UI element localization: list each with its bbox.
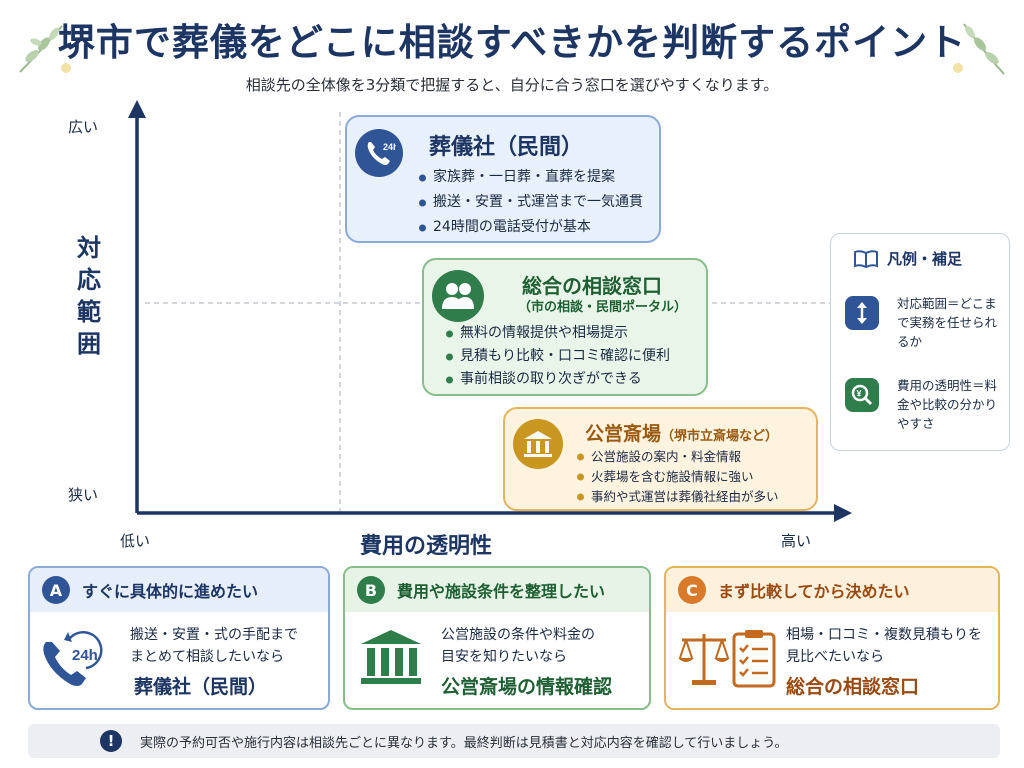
list-item: 事前相談の取り次ぎができる (444, 368, 670, 391)
card-c-heading: まず比較してから決めたい (718, 582, 910, 601)
legend-range-text: 対応範囲＝どこまで実務を任せられるか (897, 296, 998, 349)
building-icon (361, 630, 421, 684)
yen-magnifier-icon: ¥ (845, 378, 879, 412)
notice-text: 実際の予約可否や施行内容は相談先ごとに異なります。最終判断は見積書と対応内容を確… (140, 735, 788, 751)
list-item: 火葬場を含む施設情報に強い (575, 467, 779, 487)
quadrant-funeral-company: 24h 葬儀社（民間） 家族葬・一日葬・直葬を提案 搬送・安置・式運営まで一気通… (345, 115, 661, 243)
public-crematorium-name: 公営斎場（堺市立斎場など） (585, 419, 778, 446)
quadrant-public-crematorium: 公営斎場（堺市立斎場など） 公営施設の案内・料金情報 火葬場を含む施設情報に強い… (503, 407, 818, 511)
page-subtitle: 相談先の全体像を3分類で把握すると、自分に合う窓口を選びやすくなります。 (245, 76, 779, 94)
list-item: 24時間の電話受付が基本 (417, 215, 643, 240)
phone-24h-text: 24h (383, 142, 396, 152)
phone-24h-icon: 24h (43, 631, 103, 686)
legend-transparency-text: 費用の透明性＝料金や比較の分かりやすさ (897, 378, 998, 431)
scale-icon (678, 634, 730, 685)
list-item: 無料の情報提供や相場提示 (444, 322, 670, 345)
scenario-card-c: C まず比較してから決めたい 相場・口コミ・複数見積もりを 見比べたいなら 総合… (664, 566, 1000, 710)
card-a-desc-line: 搬送・安置・式の手配まで (130, 627, 298, 643)
card-a-description: 搬送・安置・式の手配まで まとめて相談したいなら (130, 624, 298, 668)
list-item: 搬送・安置・式運営まで一気通貫 (417, 190, 643, 215)
x-axis-high-label: 高い (781, 532, 812, 550)
card-a-desc-line: まとめて相談したいなら (130, 649, 284, 665)
checklist-clipboard-icon (732, 630, 776, 688)
leaf-decoration-left-icon (19, 25, 71, 73)
card-c-description: 相場・口コミ・複数見積もりを 見比べたいなら (786, 624, 982, 668)
legend-title: 凡例・補足 (887, 250, 963, 268)
badge-b: B (357, 576, 385, 604)
y-axis-high-label: 広い (68, 118, 99, 136)
consultation-desk-sub: （市の相談・民間ポータル） (518, 300, 688, 315)
notice-bar: ! 実際の予約可否や施行内容は相談先ごとに異なります。最終判断は見積書と対応内容… (28, 724, 1000, 758)
card-c-desc-line: 相場・口コミ・複数見積もりを (786, 627, 982, 643)
list-item: 事約や式運営は葬儀社経由が多い (575, 487, 779, 507)
people-icon (432, 270, 484, 322)
card-b-recommendation: 公営斎場の情報確認 (441, 676, 613, 698)
card-a-heading: すぐに具体的に進めたい (82, 582, 259, 601)
list-item: 公営施設の案内・料金情報 (575, 447, 779, 467)
page-title: 堺市で葬儀をどこに相談すべきかを判断するポイント (57, 21, 967, 64)
card-b-description: 公営施設の条件や料金の 目安を知りたいなら (441, 624, 595, 668)
list-item: 見積もり比較・口コミ確認に便利 (444, 345, 670, 368)
scenario-card-a: A すぐに具体的に進めたい 24h 搬送・安置・式の手配まで まとめて相談したい… (28, 566, 330, 710)
badge-c: C (678, 576, 706, 604)
leaf-decoration-right-icon (953, 23, 1005, 75)
card-b-header: B 費用や施設条件を整理したい (345, 568, 649, 612)
exclamation-icon: ! (100, 730, 122, 752)
badge-a: A (42, 576, 70, 604)
card-c-header: C まず比較してから決めたい (666, 568, 998, 612)
card-b-heading: 費用や施設条件を整理したい (397, 582, 606, 601)
x-axis-low-label: 低い (120, 532, 151, 550)
public-crematorium-title: 公営斎場 (585, 423, 662, 445)
x-axis-arrow (834, 504, 852, 522)
legend-header: 凡例・補足 (853, 248, 962, 269)
card-b-desc-line: 公営施設の条件や料金の (441, 627, 595, 643)
phone-24h-icon: 24h (355, 129, 403, 177)
card-a-header: A すぐに具体的に進めたい (30, 568, 328, 612)
book-icon (854, 249, 878, 268)
card-c-desc-line: 見比べたいなら (786, 649, 884, 665)
list-item: 家族葬・一日葬・直葬を提案 (417, 165, 643, 190)
building-icon (513, 419, 563, 469)
range-arrows-icon (845, 296, 879, 330)
consultation-desk-name: 総合の相談窓口 (522, 274, 662, 298)
funeral-company-name: 葬儀社（民間） (429, 135, 584, 160)
y-axis-title: 対応範囲 (77, 234, 101, 358)
y-axis-arrow (128, 100, 146, 118)
card-a-24h-text: 24h (72, 647, 98, 664)
public-crematorium-bullets: 公営施設の案内・料金情報 火葬場を含む施設情報に強い 事約や式運営は葬儀社経由が… (575, 447, 779, 507)
card-b-desc-line: 目安を知りたいなら (441, 649, 567, 665)
svg-text:¥: ¥ (857, 389, 862, 399)
y-axis-low-label: 狭い (68, 486, 99, 504)
funeral-company-bullets: 家族葬・一日葬・直葬を提案 搬送・安置・式運営まで一気通貫 24時間の電話受付が… (417, 165, 643, 240)
public-crematorium-sub: （堺市立斎場など） (661, 429, 779, 444)
card-c-recommendation: 総合の相談窓口 (786, 676, 920, 698)
scenario-card-b: B 費用や施設条件を整理したい 公営施設の条件や料金の 目安を知りたいなら 公営… (343, 566, 651, 710)
consultation-desk-bullets: 無料の情報提供や相場提示 見積もり比較・口コミ確認に便利 事前相談の取り次ぎがで… (444, 322, 670, 391)
legend-panel: 凡例・補足 対応範囲＝どこまで実務を任せられるか ¥ 費用の透明性＝料金や比較の… (830, 233, 1010, 451)
card-a-recommendation: 葬儀社（民間） (134, 676, 268, 698)
x-axis-title: 費用の透明性 (360, 534, 493, 559)
quadrant-consultation-desk: 総合の相談窓口 （市の相談・民間ポータル） 無料の情報提供や相場提示 見積もり比… (422, 258, 708, 396)
